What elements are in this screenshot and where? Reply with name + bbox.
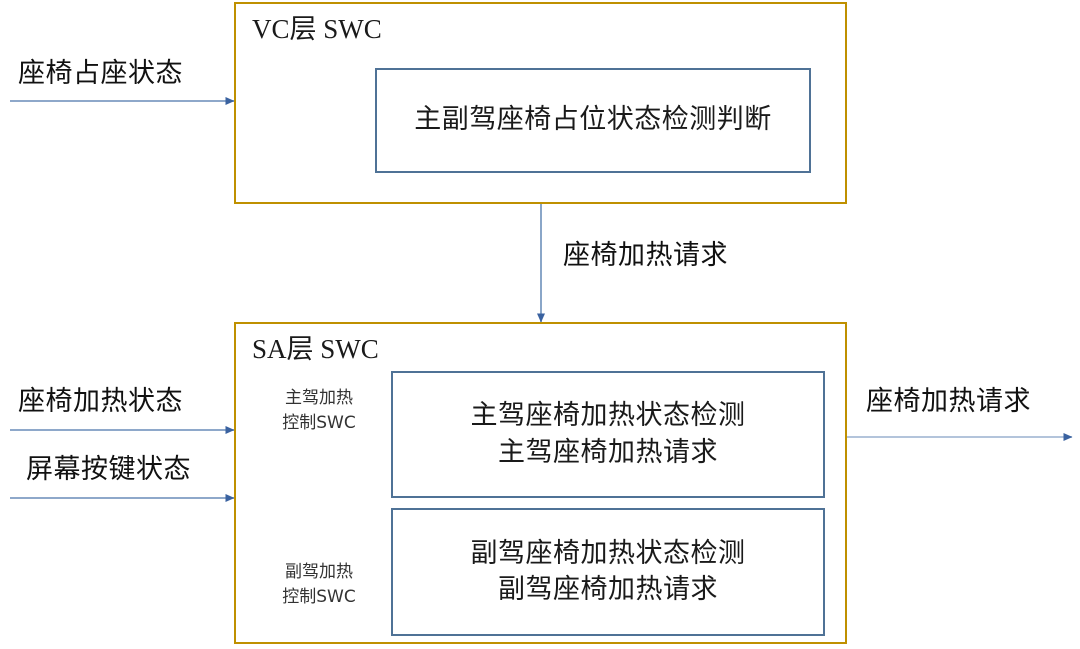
sa-component-driver-line-2: 主驾座椅加热请求 <box>498 436 718 468</box>
signal-label-sa-output: 座椅加热请求 <box>866 386 1031 417</box>
sa-component-driver-seat-heating[interactable]: 主驾座椅加热状态检测 主驾座椅加热请求 <box>391 371 825 498</box>
signal-label-vc-input: 座椅占座状态 <box>18 58 183 89</box>
vc-component-line-1: 主副驾座椅占位状态检测判断 <box>414 104 772 136</box>
vc-component-seat-occupancy[interactable]: 主副驾座椅占位状态检测判断 <box>375 68 811 173</box>
sa-sub-swc-driver-line-2: 控制SWC <box>282 412 356 433</box>
signal-label-interlayer: 座椅加热请求 <box>563 240 728 271</box>
sa-sub-swc-passenger-heating: 副驾加热 控制SWC <box>259 560 379 609</box>
sa-layer-title: SA层 SWC <box>252 334 379 364</box>
sa-sub-swc-passenger-line-2: 控制SWC <box>282 586 356 607</box>
sa-sub-swc-driver-heating: 主驾加热 控制SWC <box>259 386 379 435</box>
sa-component-passenger-seat-heating[interactable]: 副驾座椅加热状态检测 副驾座椅加热请求 <box>391 508 825 636</box>
sa-component-driver-line-1: 主驾座椅加热状态检测 <box>470 400 746 432</box>
sa-sub-swc-passenger-line-1: 副驾加热 <box>285 562 353 582</box>
signal-label-sa-input-2: 屏幕按键状态 <box>26 454 191 485</box>
vc-layer-title: VC层 SWC <box>252 14 382 44</box>
signal-label-sa-input-1: 座椅加热状态 <box>18 386 183 417</box>
sa-component-passenger-line-2: 副驾座椅加热请求 <box>498 574 718 605</box>
sa-sub-swc-driver-line-1: 主驾加热 <box>285 388 353 408</box>
sa-component-passenger-line-1: 副驾座椅加热状态检测 <box>470 537 746 569</box>
